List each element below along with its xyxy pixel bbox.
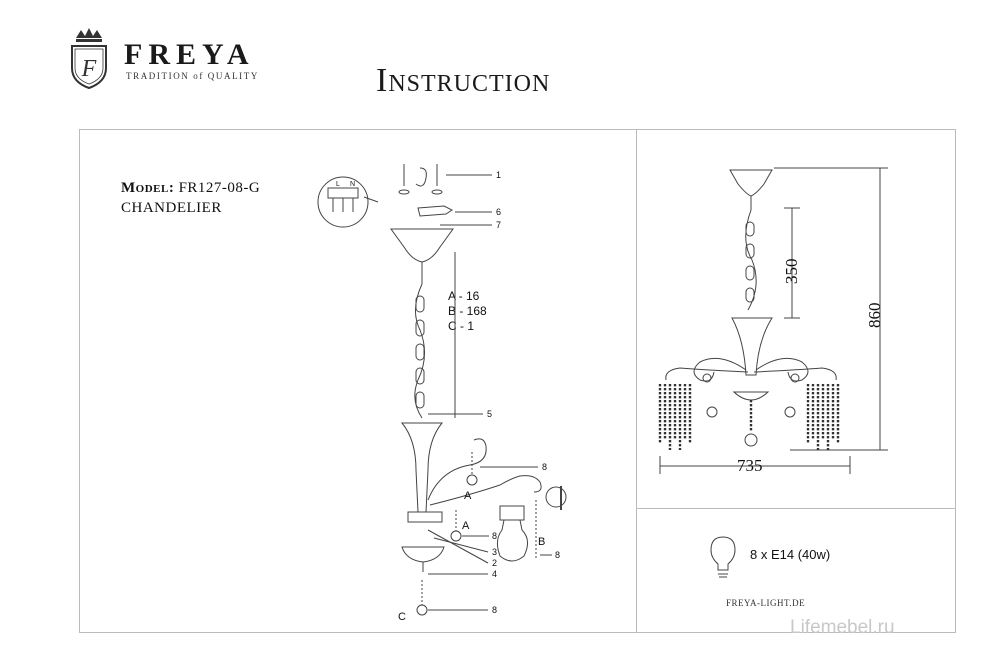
part-letter-a1: A: [464, 490, 472, 502]
watermark: Lifemebel.ru: [790, 617, 895, 638]
model-label: Model:: [121, 180, 175, 196]
callout-8c: 8: [555, 550, 560, 560]
terminal-l: L: [336, 181, 340, 188]
callout-2: 2: [492, 558, 497, 568]
lamp-spec: 8 x E14 (40w): [750, 547, 831, 562]
callout-1: 1: [496, 170, 501, 180]
crown-shield-icon: F: [71, 28, 107, 90]
diagram-frame: [79, 129, 956, 633]
vertical-divider: [636, 129, 637, 633]
dimension-chain: 350: [782, 259, 801, 285]
horizontal-divider: [636, 508, 956, 509]
callout-8a: 8: [542, 462, 547, 472]
website: FREYA-LIGHT.DE: [726, 598, 806, 608]
model-code: FR127-08-G: [178, 180, 261, 196]
light-bulb-icon: [710, 536, 736, 578]
wiring-detail-circle: [317, 176, 369, 228]
product-type: CHANDELIER: [121, 200, 222, 216]
parts-item-a: A - 16: [448, 289, 480, 303]
emblem-letter: F: [81, 56, 97, 82]
callout-8d: 8: [492, 605, 497, 615]
dimension-width: 735: [737, 456, 763, 475]
part-letter-b: B: [538, 536, 545, 548]
document-title: Instruction: [376, 62, 551, 99]
terminal-n: N: [350, 181, 355, 188]
callout-6: 6: [496, 207, 501, 217]
callout-7: 7: [496, 220, 501, 230]
parts-item-b: B - 168: [448, 304, 487, 318]
brand-tagline: TRADITION of QUALITY: [126, 71, 259, 81]
callout-4: 4: [492, 569, 497, 579]
dimension-height: 860: [865, 303, 884, 329]
model-line: Model: FR127-08-G: [121, 180, 260, 197]
part-letter-a2: A: [462, 520, 470, 532]
callout-8b: 8: [492, 531, 497, 541]
brand-name: FREYA: [124, 38, 255, 71]
callout-3: 3: [492, 547, 497, 557]
callout-5: 5: [487, 409, 492, 419]
part-letter-c: C: [398, 611, 406, 623]
